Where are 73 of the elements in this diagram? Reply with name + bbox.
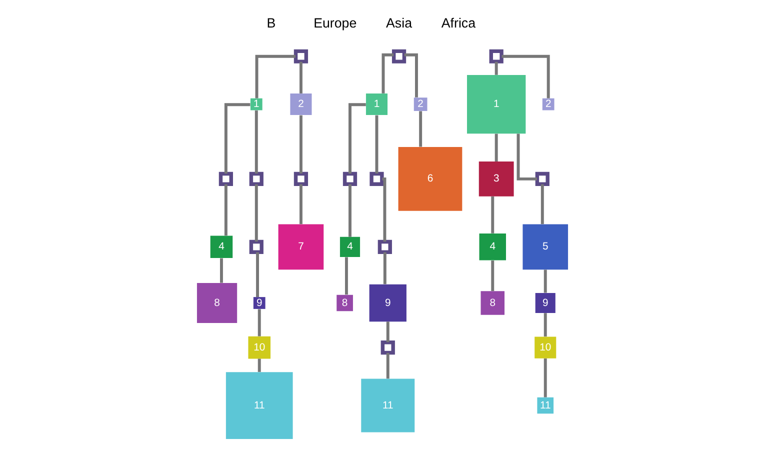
node-box (380, 340, 394, 355)
node-box: 11 (536, 397, 554, 414)
connector (404, 53, 418, 98)
node-box: 9 (368, 284, 406, 322)
connector (501, 54, 550, 98)
connector (348, 103, 366, 174)
node-box: 8 (196, 282, 237, 324)
node-box (488, 49, 503, 64)
connector (298, 184, 302, 224)
node-box: 3 (478, 161, 514, 196)
node-box: 8 (336, 294, 352, 312)
connector (490, 196, 494, 234)
connector (386, 322, 389, 342)
connector (543, 270, 546, 293)
node-box: 4 (210, 236, 232, 258)
node-box (293, 49, 308, 64)
node-box (377, 240, 392, 254)
node-box: 9 (534, 292, 555, 314)
node-box (248, 240, 263, 254)
connector (386, 352, 389, 379)
node-box: 8 (480, 291, 504, 315)
node-box (218, 172, 232, 186)
connector (543, 358, 546, 398)
connector (540, 184, 544, 224)
node-box: 6 (398, 147, 462, 211)
node-box: 7 (278, 224, 324, 270)
node-box (293, 172, 308, 186)
connector (256, 252, 258, 298)
node-box: 1 (365, 94, 388, 116)
node-box: 11 (360, 378, 414, 432)
connector (543, 313, 546, 337)
connector (254, 110, 258, 174)
connector (490, 260, 494, 292)
connector (374, 115, 378, 174)
node-box: 1 (466, 74, 526, 134)
connector (344, 257, 348, 295)
node-box: 10 (534, 336, 556, 358)
connector (254, 54, 296, 98)
connector (298, 62, 302, 94)
connector (224, 103, 250, 174)
connector (381, 53, 394, 94)
label: Africa (440, 16, 476, 31)
connector (494, 134, 498, 162)
connector (494, 62, 498, 75)
connector (418, 111, 422, 147)
connector (254, 184, 258, 242)
connector (348, 184, 351, 237)
node-box: 2 (542, 98, 554, 110)
node-box (534, 172, 549, 186)
connector (224, 184, 227, 236)
node-box (391, 49, 406, 64)
node-box: 2 (413, 98, 427, 111)
node-box: 10 (248, 336, 270, 359)
node-box: 11 (225, 372, 292, 439)
label: B (266, 16, 276, 31)
connector (220, 258, 222, 283)
node-box: 5 (522, 224, 568, 270)
node-box: 4 (339, 236, 360, 257)
node-box: 2 (290, 94, 312, 116)
connector (516, 134, 537, 180)
node-box (248, 172, 263, 186)
connector (257, 309, 260, 336)
node-box: 1 (250, 98, 262, 110)
label: Europe (313, 16, 356, 31)
label: Asia (386, 16, 412, 31)
connector (382, 177, 386, 242)
connector (298, 115, 302, 174)
node-box (369, 172, 384, 186)
node-box (342, 172, 357, 186)
connector (257, 358, 260, 372)
node-box: 9 (252, 297, 265, 309)
connector (382, 252, 386, 284)
node-box: 4 (478, 234, 506, 260)
